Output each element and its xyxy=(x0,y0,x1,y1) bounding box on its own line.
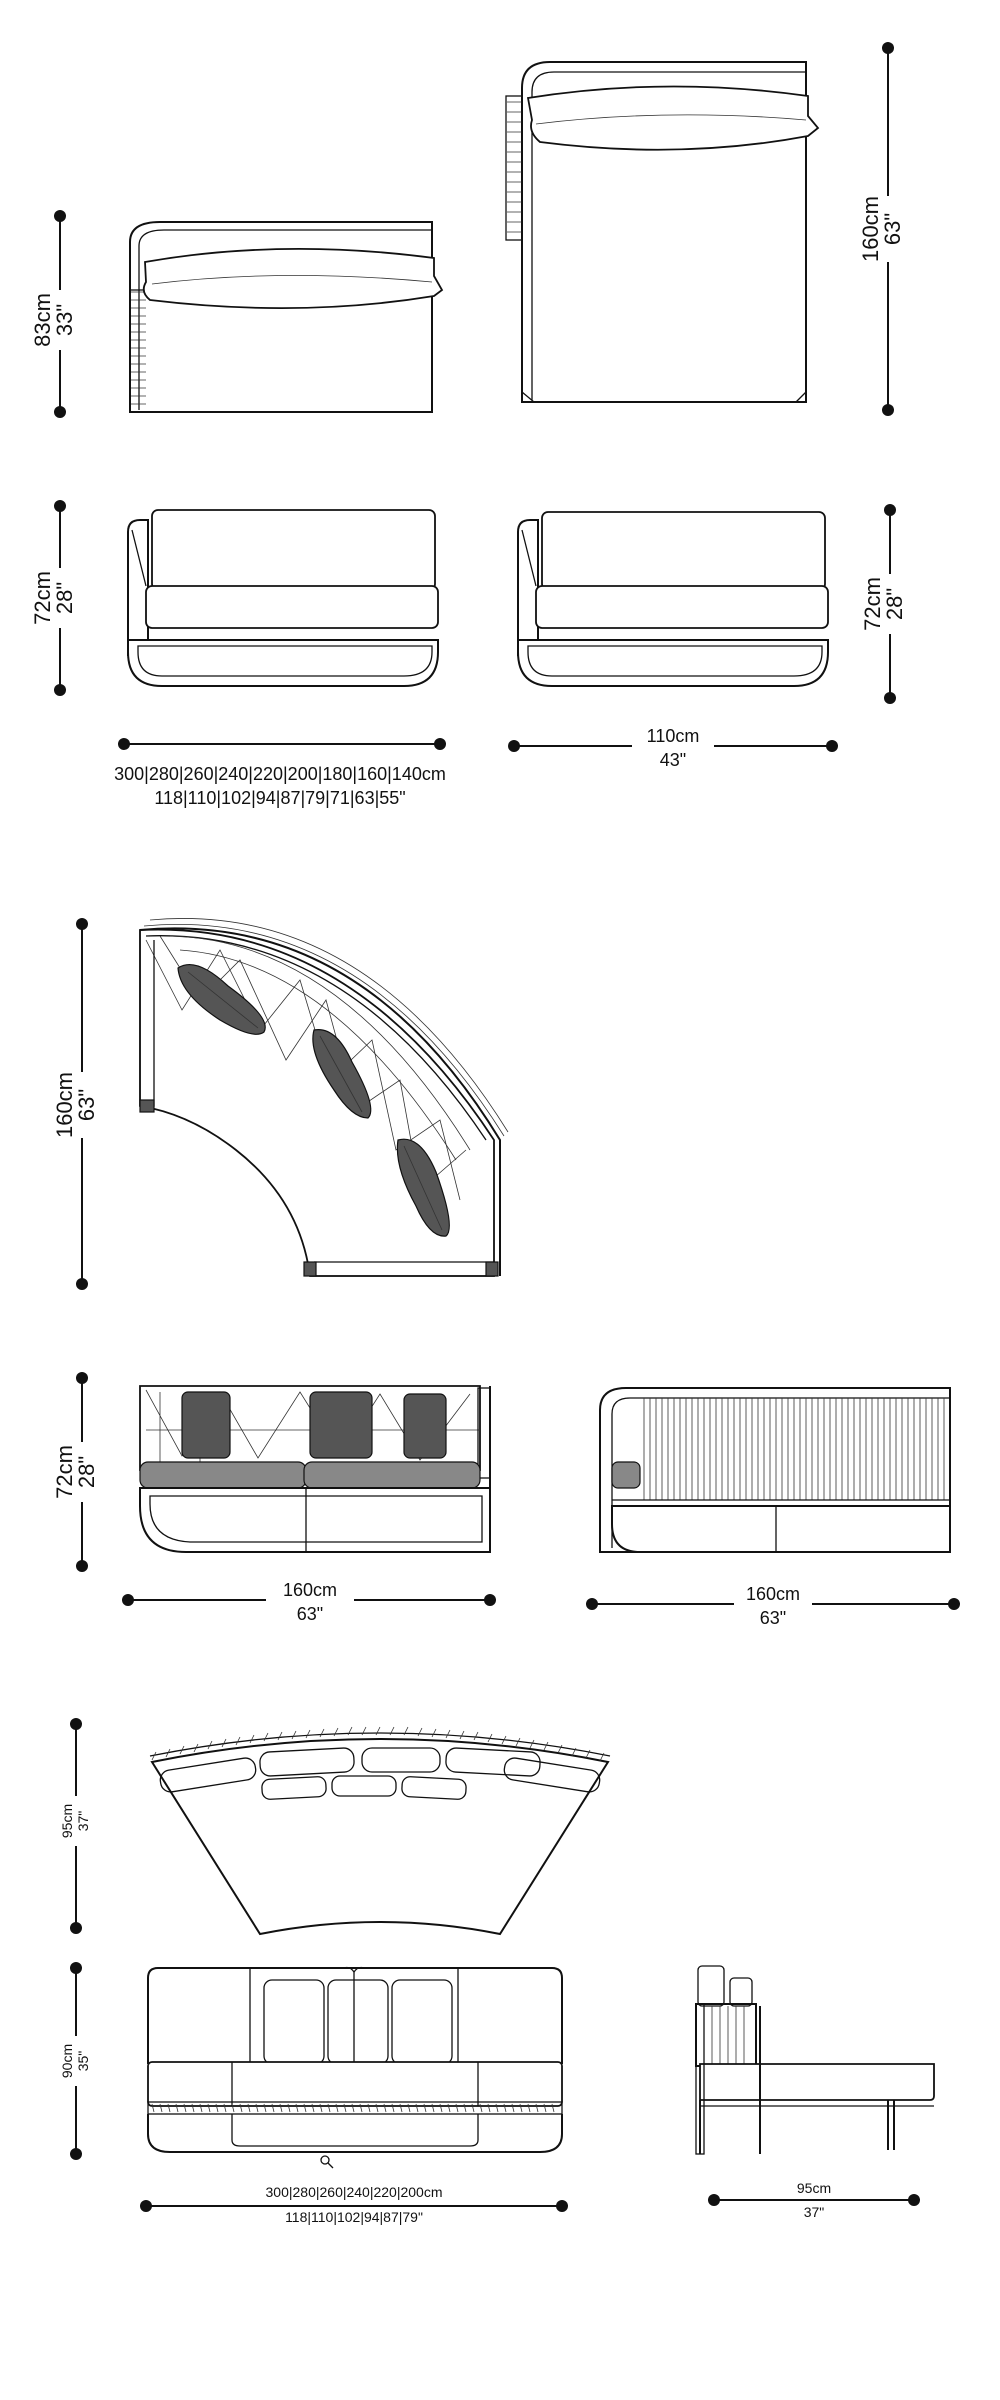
dim-label-in: 28" xyxy=(882,588,907,620)
dim-label-in: 118|110|102|94|87|79|71|63|55" xyxy=(154,788,405,808)
dimension-line-width: 160cm 63" xyxy=(586,1584,960,1628)
sofa-top-small-drawing xyxy=(129,221,444,413)
cushion-2 xyxy=(312,1029,372,1119)
curved-front-view: 90cm 35" 300|280|260|240|220|200cm 118|1… xyxy=(59,1962,568,2228)
dim-label-cm: 160cm xyxy=(746,1584,800,1604)
dim-label-in: 63" xyxy=(74,1089,99,1121)
dim-label-in: 118|110|102|94|87|79" xyxy=(285,2209,423,2225)
dim-label-cm: 95cm xyxy=(797,2180,831,2196)
dimension-line-depth: 95cm 37" xyxy=(59,1718,91,1934)
corner-top-view: 160cm 63" xyxy=(52,918,509,1290)
dim-label-cm: 90cm xyxy=(59,2044,75,2078)
dim-label-in: 63" xyxy=(297,1604,323,1624)
dimension-line-width: 300|280|260|240|220|200cm 118|110|102|94… xyxy=(140,2182,568,2228)
sofa-front-left-drawing xyxy=(127,509,439,687)
dimension-line-depth: 160cm 63" xyxy=(858,42,906,416)
dimension-line-height: 72cm 28" xyxy=(52,1372,99,1572)
seat-cushion-left xyxy=(139,1461,307,1489)
dimension-line-width: 110cm 43" xyxy=(508,726,838,770)
dim-label-cm: 300|280|260|240|220|200cm xyxy=(266,2184,443,2200)
dimension-line-width: 300|280|260|240|220|200|180|160|140cm 11… xyxy=(114,738,446,808)
corner-top-drawing xyxy=(139,918,509,1277)
pillow-3 xyxy=(403,1393,447,1459)
dim-label-cm: 110cm xyxy=(647,726,700,746)
corner-back-drawing xyxy=(599,1387,951,1553)
dim-label-in: 33" xyxy=(52,304,77,336)
dim-label-in: 28" xyxy=(52,582,77,614)
pillow-2 xyxy=(309,1391,373,1459)
straight-front-right-view: 72cm 28" 110cm 43" xyxy=(508,504,907,770)
dim-label-cm: 95cm xyxy=(59,1804,75,1838)
dim-label-cm: 160cm xyxy=(283,1580,337,1600)
dimension-line-width: 160cm 63" xyxy=(122,1580,496,1624)
sofa-top-large-drawing xyxy=(505,61,820,403)
dimension-line-height: 83cm 33" xyxy=(30,210,77,418)
dim-label-in: 28" xyxy=(74,1456,99,1488)
sofa-front-right-drawing xyxy=(517,511,829,687)
straight-top-small-view: 83cm 33" xyxy=(30,210,444,418)
dim-label-in: 63" xyxy=(880,213,905,245)
cushion-3 xyxy=(396,1138,450,1237)
straight-front-left-view: 72cm 28" 300|280|260|240|220|200|180|160… xyxy=(30,500,446,808)
dim-label-cm: 83cm xyxy=(30,293,55,347)
corner-front-drawing xyxy=(139,1385,491,1553)
seat-cushion-right xyxy=(303,1461,481,1489)
dim-label-cm: 72cm xyxy=(30,571,55,625)
dim-label-in: 37" xyxy=(804,2204,825,2220)
curved-top-drawing xyxy=(149,1726,611,1936)
corner-front-view: 72cm 28" 160cm 63" xyxy=(52,1372,496,1624)
curved-front-drawing xyxy=(147,1966,563,2169)
curved-side-drawing xyxy=(695,1965,935,2155)
dimension-line-depth: 160cm 63" xyxy=(52,918,100,1290)
dimension-line-height: 72cm 28" xyxy=(860,504,907,704)
dim-label-in: 43" xyxy=(660,750,686,770)
dimension-line-width: 95cm 37" xyxy=(708,2180,920,2220)
dimension-line-height: 72cm 28" xyxy=(30,500,77,696)
dim-label-cm: 160cm xyxy=(52,1072,77,1138)
dim-label-cm: 300|280|260|240|220|200|180|160|140cm xyxy=(114,764,446,784)
curved-side-view: 95cm 37" xyxy=(695,1965,935,2220)
dimension-line-height: 90cm 35" xyxy=(59,1962,91,2160)
dim-label-cm: 72cm xyxy=(52,1445,77,1499)
curved-top-view: 95cm 37" xyxy=(59,1718,611,1936)
cushion-1 xyxy=(177,964,266,1035)
dim-label-in: 37" xyxy=(75,1811,91,1832)
pillow-1 xyxy=(181,1391,231,1459)
dim-label-in: 63" xyxy=(760,1608,786,1628)
corner-back-view: 160cm 63" xyxy=(586,1387,960,1628)
dim-label-cm: 160cm xyxy=(858,196,883,262)
dim-label-cm: 72cm xyxy=(860,577,885,631)
straight-top-large-view: 160cm 63" xyxy=(505,42,906,416)
dim-label-in: 35" xyxy=(75,2051,91,2072)
